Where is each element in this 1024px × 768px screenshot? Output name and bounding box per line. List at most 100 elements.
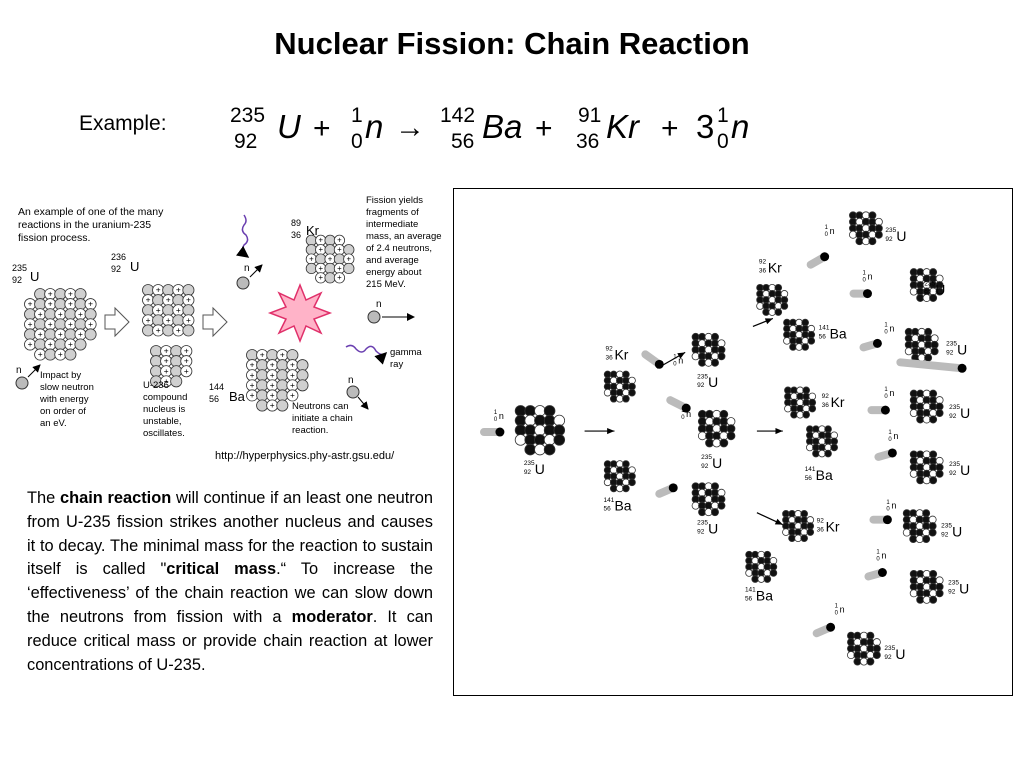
svg-text:+: + [270,380,275,390]
neutron [480,427,505,437]
svg-text:+: + [48,319,53,329]
intro-line-1: An example of one of the many [18,206,164,218]
svg-text:235: 235 [697,520,708,527]
u235-atomic: 92 [12,275,22,285]
svg-text:0: 0 [862,278,866,284]
compound-note-3: nucleus is [143,404,185,415]
svg-text:36: 36 [606,354,614,361]
chain-nucleus [783,318,816,351]
svg-text:+: + [48,289,53,299]
svg-text:U: U [935,282,945,298]
svg-text:+: + [318,236,323,245]
svg-text:0: 0 [681,415,685,421]
svg-text:+: + [270,390,275,400]
svg-text:141: 141 [819,324,830,331]
svg-text:+: + [176,305,181,315]
neutrons-note-3: reaction. [292,425,328,436]
svg-text:+: + [270,400,275,410]
incoming-neutron [15,376,29,390]
svg-text:+: + [184,356,189,366]
svg-text:+: + [164,366,169,376]
svg-text:+: + [146,295,151,305]
neutron [655,483,678,498]
svg-text:0: 0 [886,507,890,513]
svg-text:+: + [328,254,333,263]
svg-text:Kr: Kr [831,394,845,410]
svg-text:+: + [38,349,43,359]
kr89-nucleus: +++++++++++ [305,234,355,284]
svg-text:56: 56 [604,506,612,513]
svg-text:U: U [959,580,969,596]
svg-text:+: + [58,349,63,359]
reaction-arrow [657,351,686,369]
svg-text:n: n [678,355,683,365]
neutron [806,252,830,269]
eq-u-mass: 235 [230,104,265,127]
svg-text:0: 0 [673,361,677,367]
svg-text:U: U [896,228,906,244]
svg-text:+: + [166,295,171,305]
svg-text:1: 1 [681,408,685,414]
intro-line-2: reactions in the uranium-235 [18,219,151,231]
neutron [864,568,887,581]
emitted-neutron-3-label: n [348,375,354,386]
svg-text:n: n [891,501,896,511]
svg-text:U: U [895,646,905,662]
svg-text:n: n [881,551,886,561]
neutron [666,396,691,413]
svg-text:U: U [952,524,962,540]
reaction-arrow [752,317,774,328]
emitted-neutron-2-label: n [376,299,382,310]
svg-text:0: 0 [825,232,829,238]
svg-text:+: + [88,319,93,329]
svg-text:56: 56 [745,595,753,602]
svg-text:235: 235 [924,281,935,288]
svg-text:+: + [176,325,181,335]
svg-text:+: + [250,390,255,400]
gamma-wave-top [236,214,250,258]
svg-text:+: + [318,273,323,282]
svg-text:Ba: Ba [756,587,773,603]
svg-text:+: + [28,339,33,349]
chain-nucleus [756,283,789,316]
svg-text:n: n [893,431,898,441]
ba144-mass: 144 [209,382,224,392]
svg-text:+: + [318,245,323,254]
svg-text:+: + [337,245,342,254]
gamma-wave-bottom [345,344,388,365]
fission-note-2: fragments of [366,207,419,218]
svg-text:0: 0 [884,329,888,335]
svg-text:Ba: Ba [614,498,631,514]
process-arrow-1 [104,306,130,338]
svg-text:+: + [156,305,161,315]
intro-line-3: fission process. [18,232,90,244]
svg-text:+: + [28,319,33,329]
svg-text:+: + [164,376,169,386]
u236-atomic: 92 [111,264,121,274]
svg-text:36: 36 [759,268,767,275]
bold-term: chain reaction [59,489,172,507]
emitted-neutron-2 [367,310,381,324]
svg-text:92: 92 [884,654,892,661]
svg-text:+: + [260,350,265,360]
svg-text:+: + [58,309,63,319]
ba144-nucleus: +++++++++++++++ [246,349,309,412]
svg-text:36: 36 [817,527,825,534]
svg-text:1: 1 [673,354,677,360]
chain-nucleus [603,370,636,403]
svg-text:92: 92 [759,259,767,266]
svg-text:+: + [270,360,275,370]
svg-text:235: 235 [946,340,957,347]
